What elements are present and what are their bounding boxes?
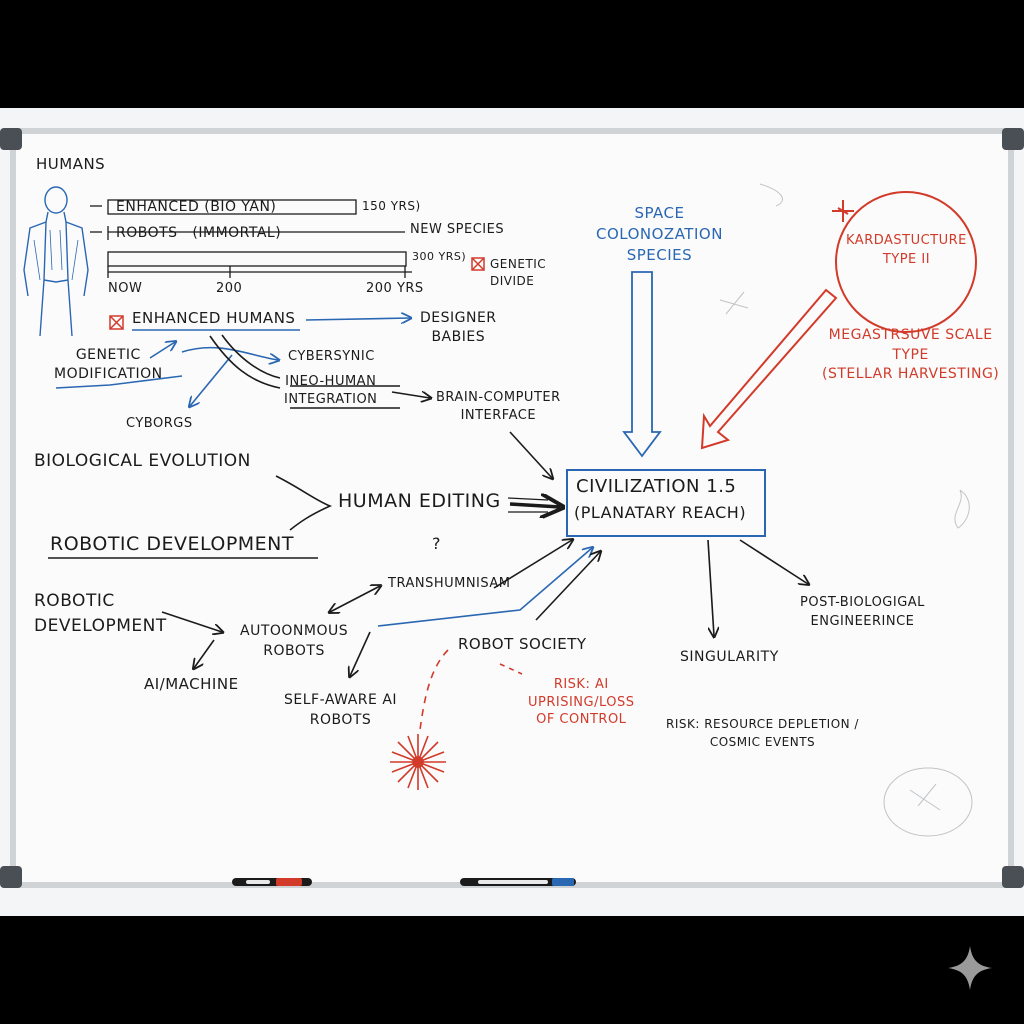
civilization-box	[566, 469, 766, 537]
human-figure-icon	[23, 186, 89, 337]
arrow-to-autonomous	[161, 611, 222, 632]
robotic-development-label: ROBOTIC DEVELOPMENT	[34, 591, 167, 636]
genetic-divide-label: GENETIC DIVIDE	[490, 257, 547, 288]
arrow-to-singularity	[707, 539, 714, 636]
explosion-icon	[390, 734, 446, 790]
autonomous-robots-label: AUTOONMOUS ROBOTS	[240, 623, 349, 660]
sparkle-icon	[948, 946, 992, 990]
singularity-label: SINGULARITY	[680, 649, 779, 665]
arrow-to-designer-babies	[305, 318, 410, 320]
connector-neo-human	[209, 335, 281, 389]
faint-doodles	[719, 183, 973, 837]
biological-evolution-label: BIOLOGICAL EVOLUTION	[34, 451, 251, 471]
planetary-reach-label: (PLANATARY REACH)	[574, 503, 747, 522]
risk-resource-label: RISK: RESOURCE DEPLETION / COSMIC EVENTS	[666, 717, 859, 749]
arrow-to-cyborgs	[190, 354, 233, 406]
kardashev-label: KARDASTUCTURE TYPE II	[846, 233, 967, 267]
arrow-to-post-biological	[739, 539, 808, 584]
civilization-label: CIVILIZATION 1.5	[576, 476, 737, 497]
check-box-icon	[109, 257, 485, 330]
space-colonization-arrow	[622, 271, 662, 458]
bracket-converge	[275, 475, 333, 531]
timeline-row3-end: 300 YRS)	[412, 250, 467, 263]
timeline-row-robots: ROBOTS (IMMORTAL)	[116, 225, 282, 241]
whiteboard-surface	[10, 128, 1014, 888]
frame-corner	[0, 128, 22, 150]
enhanced-humans-label: ENHANCED HUMANS	[132, 309, 296, 327]
arrow-transhumanism	[330, 586, 380, 612]
cyborgs-label: CYBORGS	[126, 416, 193, 431]
genetic-modification-underline	[55, 375, 183, 389]
transhumanism-label: TRANSHUMNISAM	[388, 576, 511, 591]
neo-human-label: INEO-HUMAN INTEGRATION	[284, 374, 378, 407]
whiteboard-frame	[0, 108, 1024, 916]
designer-babies-label: DESIGNER BABIES	[420, 310, 497, 345]
question-mark: ?	[432, 534, 441, 553]
brain-computer-label: BRAIN-COMPUTER INTERFACE	[436, 390, 561, 423]
robotic-development-heading: ROBOTIC DEVELOPMENT	[50, 533, 295, 555]
marker-tray	[0, 876, 1024, 890]
arrow-human-editing	[509, 504, 560, 507]
arrow-genetic-up	[149, 342, 175, 359]
human-editing-label: HUMAN EDITING	[338, 490, 501, 512]
dashed-risk-line	[419, 649, 449, 731]
kardashev-circle	[835, 191, 977, 333]
arrow-transhuman-to-civ	[493, 540, 572, 589]
megastructure-arrow	[700, 288, 838, 450]
arrow-to-self-aware	[350, 631, 371, 676]
arrow-to-bci	[391, 392, 430, 398]
ai-machine-label: AI/MACHINE	[144, 675, 239, 693]
timeline-row-enhanced: ENHANCED (BIO YAN)	[116, 199, 277, 215]
arrow-to-ai-machine	[194, 639, 215, 668]
humans-header: HUMANS	[36, 155, 106, 173]
timeline-row-robots-end: NEW SPECIES	[410, 222, 505, 237]
arrow-bci-to-civ	[509, 431, 552, 478]
timeline-tick: 200	[216, 281, 243, 296]
self-aware-label: SELF-AWARE AI ROBOTS	[284, 692, 398, 729]
frame-corner	[1002, 866, 1024, 888]
timeline-bars	[90, 199, 412, 278]
connector-neo-human-2	[221, 334, 281, 379]
star-mark	[832, 200, 854, 222]
megastructure-label: MEGASTRSUVE SCALE TYPE (STELLAR HARVESTI…	[822, 327, 1000, 383]
timeline-row-enhanced-end: 150 YRS)	[362, 199, 421, 213]
timeline-tick: 200 YRS	[366, 281, 424, 296]
genetic-modification-label: GENETIC MODIFICATION	[54, 347, 163, 382]
frame-corner	[1002, 128, 1024, 150]
red-marker[interactable]	[232, 878, 312, 886]
cybersynic-label: CYBERSYNIC	[288, 349, 375, 364]
risk-ai-label: RISK: AI UPRISING/LOSS OF CONTROL	[528, 677, 635, 728]
blue-marker[interactable]	[460, 878, 576, 886]
space-colonization-label: SPACE COLONOZATION SPECIES	[596, 204, 723, 264]
arrow-robot-path	[377, 548, 592, 627]
dashed-risk-pointer	[499, 663, 523, 675]
frame-corner	[0, 866, 22, 888]
post-biological-label: POST-BIOLOGIGAL ENGINEERINCE	[800, 595, 925, 629]
robot-society-label: ROBOT SOCIETY	[458, 635, 587, 653]
timeline-tick: NOW	[108, 281, 143, 296]
arrow-robot-society-to-civ	[535, 552, 600, 621]
